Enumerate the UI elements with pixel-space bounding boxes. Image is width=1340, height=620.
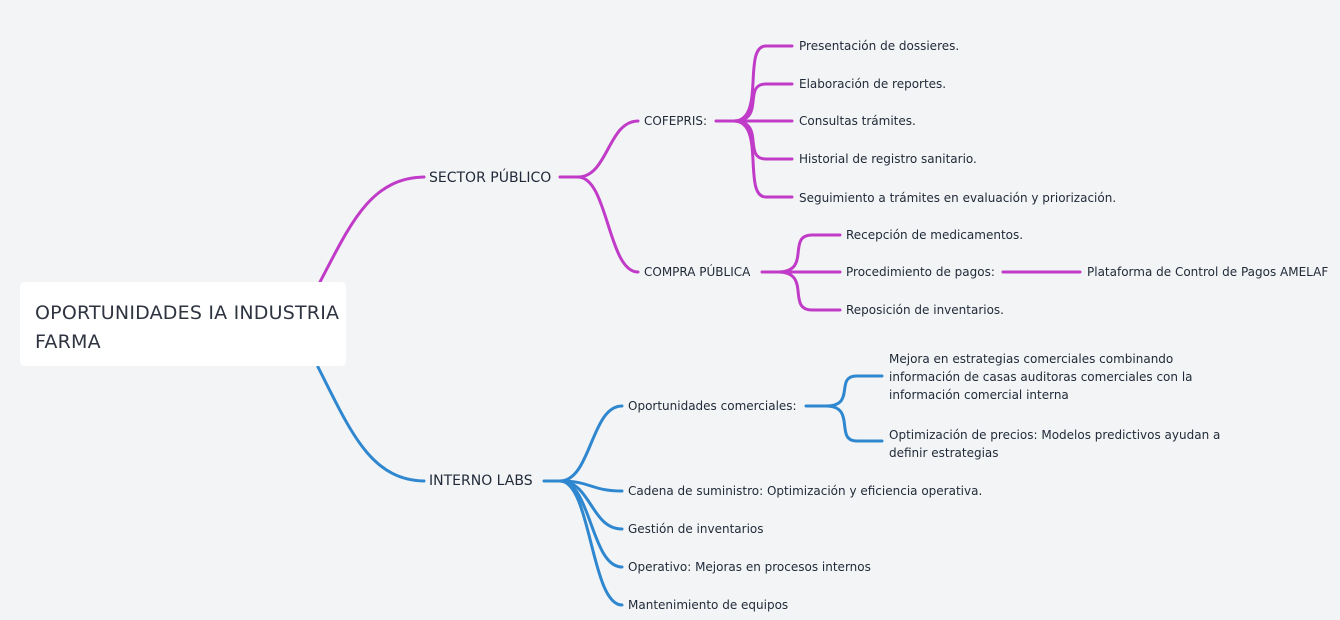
oportunidades-item-precios[interactable]: Optimización de precios: Modelos predict… [889, 426, 1220, 462]
compra-item-reposicion[interactable]: Reposición de inventarios. [846, 303, 1004, 317]
connector-oportunidades-item-1 [824, 404, 884, 443]
estrategias-line-2: información de casas auditoras comercial… [889, 370, 1193, 384]
connector-compra-item-2 [776, 270, 842, 312]
interno-item-operativo[interactable]: Operativo: Mejoras en procesos internos [628, 560, 871, 574]
cofepris-item-dossieres[interactable]: Presentación de dossieres. [799, 39, 960, 53]
connector-sector-cofepris [576, 119, 640, 179]
cofepris-item-consultas[interactable]: Consultas trámites. [799, 114, 916, 128]
connector-cofepris-item-1 [732, 82, 794, 123]
connector-oportunidades-item-0 [824, 374, 884, 408]
compra-item-recepcion[interactable]: Recepción de medicamentos. [846, 228, 1024, 242]
subtopic-cofepris[interactable]: COFEPRIS: [644, 114, 708, 128]
connector-cofepris-item-3 [732, 119, 794, 161]
connector-root-interno-labs [316, 365, 426, 483]
subtopic-oportunidades-comerciales[interactable]: Oportunidades comerciales: [628, 399, 797, 413]
connector-sector-compra [576, 175, 640, 274]
precios-line-2: definir estrategias [889, 446, 999, 460]
root-topic[interactable]: OPORTUNIDADES IA INDUSTRIA FARMA [20, 282, 346, 366]
root-topic-line-1: OPORTUNIDADES IA INDUSTRIA [35, 302, 340, 324]
oportunidades-item-estrategias[interactable]: Mejora en estrategias comerciales combin… [889, 350, 1193, 404]
connector-interno-item-3 [558, 479, 624, 607]
topic-interno-labs[interactable]: INTERNO LABS [429, 473, 533, 489]
interno-item-inventarios[interactable]: Gestión de inventarios [628, 522, 764, 536]
estrategias-line-3: información comercial interna [889, 388, 1069, 402]
interno-item-mantenimiento[interactable]: Mantenimiento de equipos [628, 598, 789, 612]
topic-sector-publico[interactable]: SECTOR PÚBLICO [429, 170, 552, 186]
estrategias-line-1: Mejora en estrategias comerciales combin… [889, 352, 1174, 366]
cofepris-item-historial[interactable]: Historial de registro sanitario. [799, 152, 977, 166]
precios-line-1: Optimización de precios: Modelos predict… [889, 428, 1221, 442]
root-topic-line-2: FARMA [35, 331, 101, 353]
connector-interno-oportunidades [558, 404, 624, 483]
connector-interno-item-2 [558, 479, 624, 569]
connector-cofepris-item-0 [732, 44, 794, 123]
connector-cofepris-item-4 [732, 119, 794, 199]
connector-root-sector-publico [318, 175, 426, 284]
interno-item-cadena[interactable]: Cadena de suministro: Optimización y efi… [628, 484, 983, 498]
pagos-item-amelaf[interactable]: Plataforma de Control de Pagos AMELAF [1087, 265, 1329, 279]
cofepris-item-seguimiento[interactable]: Seguimiento a trámites en evaluación y p… [799, 191, 1117, 205]
compra-item-pagos[interactable]: Procedimiento de pagos: [846, 265, 995, 279]
subtopic-compra-publica[interactable]: COMPRA PÚBLICA [644, 265, 751, 279]
cofepris-item-reportes[interactable]: Elaboración de reportes. [799, 77, 947, 91]
connector-compra-item-0 [776, 233, 842, 274]
